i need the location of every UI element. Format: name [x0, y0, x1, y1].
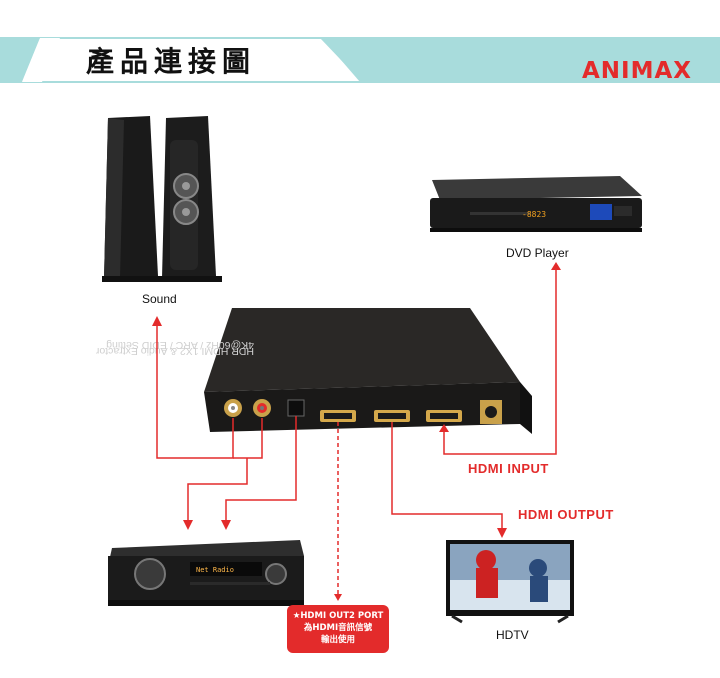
dvd-player-label: DVD Player	[506, 246, 569, 260]
audio-extractor-icon	[204, 308, 532, 434]
speaker-right-icon	[160, 116, 222, 282]
hdmi-out2-note: ★HDMI OUT2 PORT 為HDMI音訊信號 輸出使用	[287, 605, 389, 653]
note-line-2: 為HDMI音訊信號	[303, 623, 373, 633]
av-receiver-icon	[108, 540, 304, 606]
hdmi-output-label: HDMI OUTPUT	[518, 507, 614, 522]
hdmi-input-label: HDMI INPUT	[468, 461, 549, 476]
dvd-display: -8823	[522, 210, 546, 219]
page-title: 產品連接圖	[86, 45, 257, 78]
header-banner: 產品連接圖 ANIMAX	[0, 0, 720, 100]
connection-arrows	[152, 262, 561, 601]
note-line-3: 輸出使用	[320, 635, 355, 645]
note-line-1: ★HDMI OUT2 PORT	[292, 611, 384, 621]
extractor-label-line2: 4K@60Hz / ARC / EDID Setting	[106, 339, 254, 351]
hdtv-label: HDTV	[496, 628, 529, 642]
speaker-left-icon	[102, 116, 162, 282]
hdtv-icon	[446, 540, 574, 624]
receiver-display: Net Radio	[196, 566, 234, 574]
brand-logo: ANIMAX	[581, 58, 692, 84]
banner-graphic	[0, 37, 720, 83]
extractor-label-line1: HDR HDMI 1X2 & Audio Extractor	[95, 345, 254, 357]
connection-lines	[156, 268, 557, 598]
sound-label: Sound	[142, 292, 177, 306]
dvd-player-icon	[430, 176, 642, 232]
